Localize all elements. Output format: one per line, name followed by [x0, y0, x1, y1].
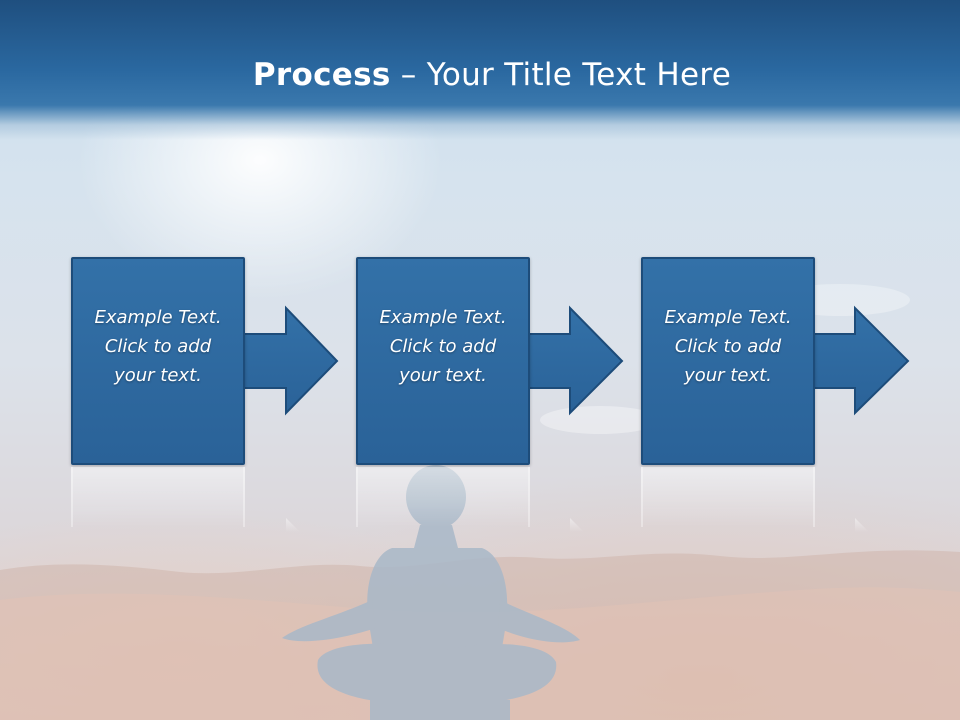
- process-step-3[interactable]: Example Text. Click to add your text.: [641, 257, 815, 465]
- step-1-reflection: [71, 467, 245, 527]
- arrow-reflection: [286, 518, 300, 532]
- arrow-right-icon: [527, 305, 624, 416]
- arrow-reflection: [855, 518, 869, 532]
- step-2-reflection: [356, 467, 530, 527]
- step-1-line-1: Example Text.: [94, 306, 222, 328]
- process-step-2[interactable]: Example Text. Click to add your text.: [356, 257, 530, 465]
- process-step-1[interactable]: Example Text. Click to add your text.: [71, 257, 245, 465]
- step-3-line-2: Click to add: [674, 335, 782, 357]
- slide-title[interactable]: Process – Your Title Text Here: [0, 52, 960, 98]
- step-1-line-3: your text.: [114, 364, 202, 386]
- arrow-right-icon: [242, 305, 339, 416]
- step-1-line-2: Click to add: [104, 335, 212, 357]
- title-bar: [0, 0, 960, 140]
- step-3-line-1: Example Text.: [664, 306, 792, 328]
- step-2-line-1: Example Text.: [379, 306, 507, 328]
- step-2-line-2: Click to add: [389, 335, 497, 357]
- meditating-figure-silhouette: [282, 465, 580, 720]
- step-3-text[interactable]: Example Text. Click to add your text.: [648, 303, 808, 390]
- step-1-text[interactable]: Example Text. Click to add your text.: [78, 303, 238, 390]
- step-3-reflection: [641, 467, 815, 527]
- arrow-right-icon: [812, 305, 910, 416]
- title-bold: Process: [252, 57, 391, 93]
- step-2-text[interactable]: Example Text. Click to add your text.: [363, 303, 523, 390]
- step-3-line-3: your text.: [684, 364, 772, 386]
- arrow-reflection: [570, 518, 584, 532]
- title-rest: – Your Title Text Here: [390, 57, 732, 93]
- step-2-line-3: your text.: [399, 364, 487, 386]
